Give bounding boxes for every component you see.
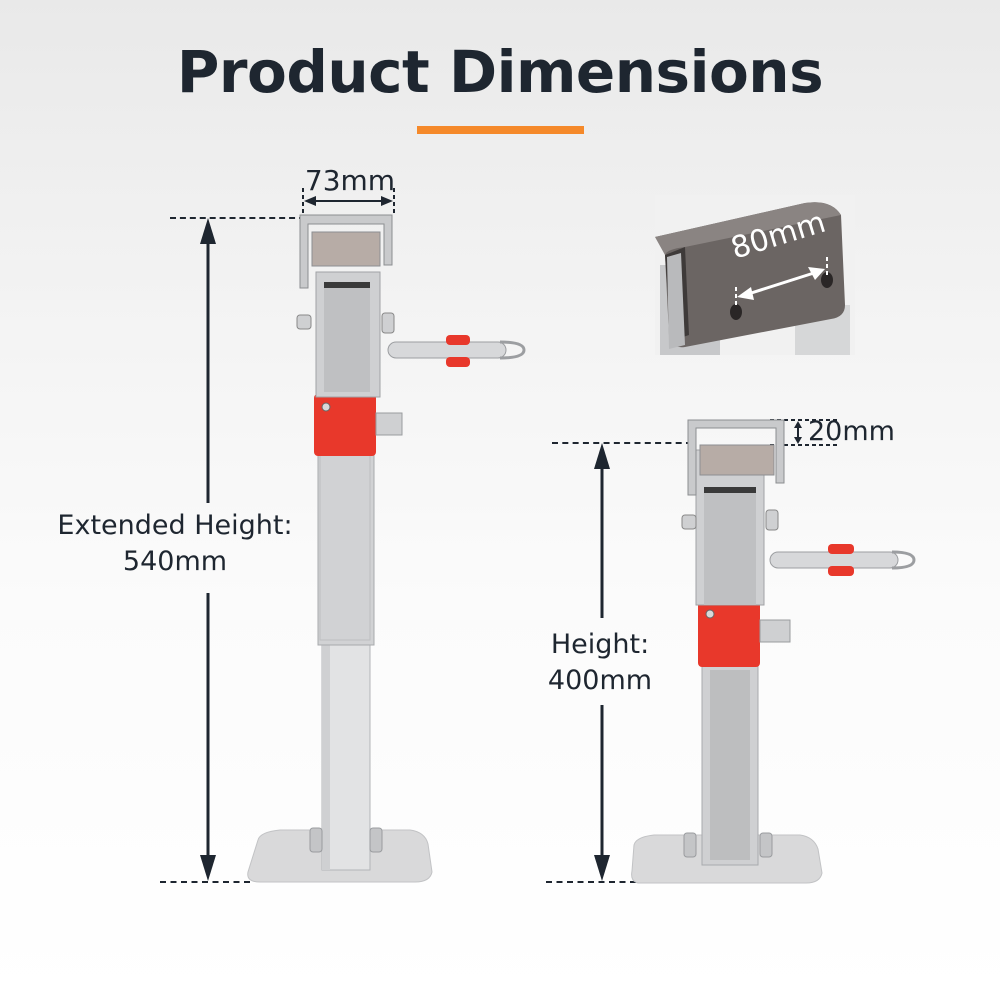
extended-top-reference-line [170,217,305,219]
extended-height-title: Extended Height: [57,510,293,541]
retracted-bottom-reference-line [546,881,636,883]
retracted-height-label: Height: 400mm [530,627,670,699]
extended-height-arrow [200,218,216,881]
retracted-height-title: Height: [550,629,650,660]
extended-height-value: 540mm [122,546,228,577]
width-dimension-arrow [302,188,395,216]
page-title: Product Dimensions [176,38,824,106]
bracket-detail-image: 80mm [655,195,855,355]
lip-dimension-label: 20mm [808,416,895,447]
extended-bottom-reference-line [160,881,250,883]
retracted-top-reference-line [552,442,692,444]
lip-dimension-arrow [770,419,838,446]
retracted-jack-image [631,419,916,884]
retracted-height-value: 400mm [547,665,653,696]
title-accent-bar [417,126,584,134]
retracted-height-arrow [594,443,610,881]
extended-jack-image [247,214,526,883]
extended-height-label: Extended Height: 540mm [35,508,315,580]
width-dimension-label: 73mm [304,164,396,197]
